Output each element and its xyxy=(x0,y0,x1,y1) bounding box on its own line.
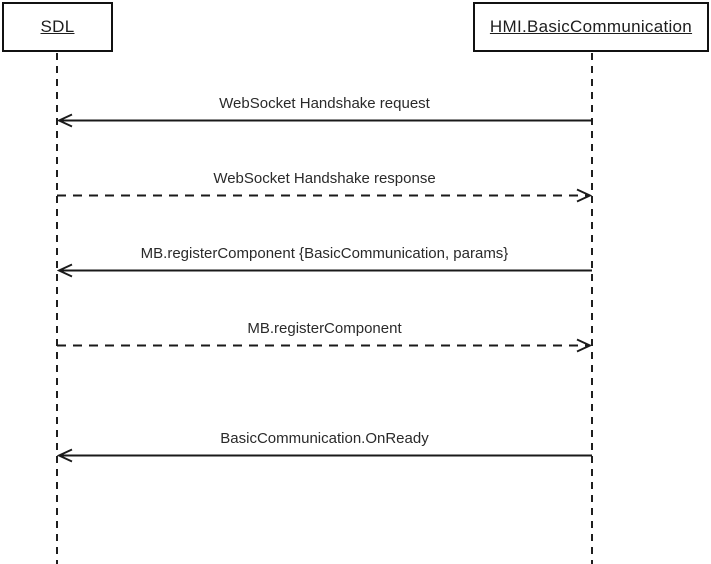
message-websocket-handshake-response: WebSocket Handshake response xyxy=(57,170,592,203)
actor-box-hmi: HMI.BasicCommunication xyxy=(473,2,709,52)
actor-label-hmi: HMI.BasicCommunication xyxy=(489,17,693,36)
lifeline-sdl xyxy=(56,53,58,564)
arrow-right-dashed-icon xyxy=(57,338,592,353)
arrow-left-solid-icon xyxy=(57,263,592,278)
lifeline-hmi xyxy=(591,53,593,564)
actor-box-sdl: SDL xyxy=(2,2,113,52)
message-label: WebSocket Handshake response xyxy=(213,170,436,187)
message-mb-registercomponent-request: MB.registerComponent {BasicCommunication… xyxy=(57,245,592,278)
message-label: MB.registerComponent xyxy=(247,320,402,337)
arrow-left-solid-icon xyxy=(57,448,592,463)
message-basiccommunication-onready: BasicCommunication.OnReady xyxy=(57,430,592,463)
message-mb-registercomponent-response: MB.registerComponent xyxy=(57,320,592,353)
message-label: BasicCommunication.OnReady xyxy=(220,430,429,447)
message-label: MB.registerComponent {BasicCommunication… xyxy=(140,245,509,262)
arrow-left-solid-icon xyxy=(57,113,592,128)
message-websocket-handshake-request: WebSocket Handshake request xyxy=(57,95,592,128)
actor-label-sdl: SDL xyxy=(40,17,75,36)
arrow-right-dashed-icon xyxy=(57,188,592,203)
message-label: WebSocket Handshake request xyxy=(219,95,430,112)
